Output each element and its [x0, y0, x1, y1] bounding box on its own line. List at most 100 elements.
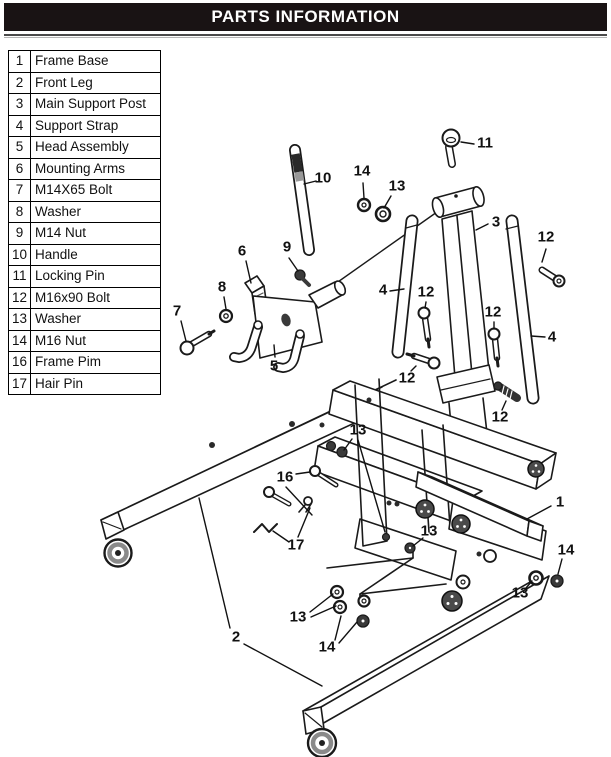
- head-assembly: [229, 269, 347, 373]
- callout-leader: [357, 439, 386, 533]
- part-name: Main Support Post: [30, 93, 161, 116]
- callout-label: 13: [512, 585, 529, 602]
- callout-label: 4: [379, 282, 388, 299]
- part-name: Washer: [30, 200, 161, 223]
- part-number: 2: [8, 71, 31, 94]
- callout-label: 9: [283, 239, 291, 256]
- callout-leader: [309, 593, 334, 613]
- callout-leader: [424, 301, 427, 309]
- callout-label: 12: [538, 229, 555, 246]
- callout-leader: [334, 615, 342, 641]
- bolt-12-horizontal: [405, 352, 441, 370]
- callout-leader: [295, 471, 311, 475]
- callout-leader: [475, 223, 489, 231]
- part-name: Handle: [30, 243, 161, 266]
- callout-label: 14: [319, 639, 336, 656]
- part-number: 7: [8, 179, 31, 202]
- part-number: 3: [8, 93, 31, 116]
- part-number: 10: [8, 243, 31, 266]
- bolt-12-threaded: [493, 381, 521, 402]
- header-divider: [4, 34, 607, 38]
- callout-label: 8: [218, 279, 226, 296]
- callout-label: 13: [290, 609, 307, 626]
- part-name: M14 Nut: [30, 222, 161, 245]
- callout-label: 7: [173, 303, 181, 320]
- part-name: Washer: [30, 308, 161, 331]
- callout-leader: [245, 260, 252, 284]
- callout-leader: [303, 180, 317, 185]
- callout-label: 5: [270, 358, 278, 375]
- callout-leader: [389, 288, 405, 292]
- callout-leader: [525, 580, 533, 589]
- part-number: 1: [8, 50, 31, 73]
- callout-label: 4: [548, 329, 557, 346]
- main-support-post: [431, 185, 496, 448]
- part-name: Head Assembly: [30, 136, 161, 159]
- page-title: PARTS INFORMATION: [211, 7, 400, 26]
- callout-label: 10: [315, 170, 332, 187]
- frame-pin-icons: [263, 465, 339, 507]
- washer-13-top: [374, 205, 392, 223]
- washer-8: [218, 308, 234, 324]
- bolt-12-top-right: [538, 266, 566, 288]
- callout-label: 12: [418, 284, 435, 301]
- locking-pin-icon: [441, 128, 461, 168]
- part-number: 11: [8, 265, 31, 288]
- part-number: 5: [8, 136, 31, 159]
- part-number: 16: [8, 351, 31, 374]
- callout-leader: [362, 182, 365, 199]
- frame-base-beam: [415, 471, 544, 542]
- caster-wheel-bottom: [306, 727, 338, 757]
- callout-label: 14: [558, 542, 575, 559]
- front-leg-bottom: [302, 575, 550, 735]
- part-number: 17: [8, 372, 31, 395]
- part-name: Mounting Arms: [30, 157, 161, 180]
- nut-14-top: [356, 197, 372, 213]
- callout-label: 17: [288, 537, 305, 554]
- header-bar: PARTS INFORMATION: [4, 3, 607, 31]
- callout-label: 6: [238, 243, 246, 260]
- part-number: 14: [8, 329, 31, 352]
- part-number: 4: [8, 114, 31, 137]
- callout-leader: [273, 344, 276, 358]
- callout-leader: [285, 486, 313, 516]
- part-number: 13: [8, 308, 31, 331]
- part-number: 8: [8, 200, 31, 223]
- callout-label: 12: [492, 409, 509, 426]
- bolt-holes: [209, 397, 482, 557]
- callout-leader: [272, 530, 290, 543]
- support-strap-right: [505, 214, 540, 405]
- bolt-12-vertical-left: [417, 306, 432, 349]
- callout-label: 16: [277, 469, 294, 486]
- callout-leader: [526, 505, 552, 520]
- callout-leader: [310, 605, 337, 618]
- callout-leader: [501, 400, 507, 411]
- caster-wheel-left: [103, 538, 133, 568]
- callout-leader: [410, 365, 417, 372]
- carriage-caster-wheels: [415, 460, 545, 612]
- part-number: 6: [8, 157, 31, 180]
- part-name: Hair Pin: [30, 372, 161, 395]
- part-name: M16 Nut: [30, 329, 161, 352]
- callout-label: 1: [556, 494, 564, 511]
- callout-label: 3: [492, 214, 500, 231]
- callout-leader: [198, 497, 231, 629]
- bolt-7: [179, 329, 216, 356]
- callout-leader: [288, 257, 299, 272]
- part-number: 9: [8, 222, 31, 245]
- callout-label: 2: [232, 629, 240, 646]
- part-name: Frame Base: [30, 50, 161, 73]
- callout-label: 13: [389, 178, 406, 195]
